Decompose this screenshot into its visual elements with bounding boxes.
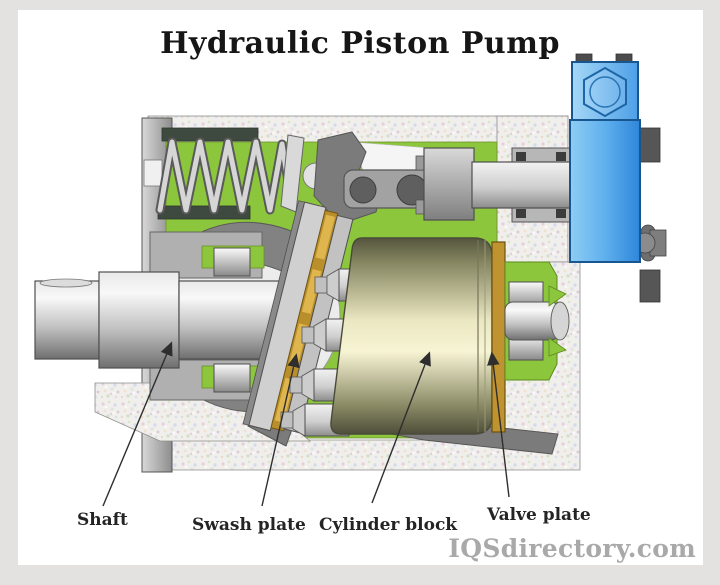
control-piston — [415, 147, 573, 223]
label-swash-plate: Swash plate — [192, 515, 306, 535]
yoke-linkage — [313, 131, 437, 225]
end-bearing — [504, 261, 570, 381]
return-spring — [143, 127, 330, 220]
watermark: IQSdirectory.com — [448, 534, 696, 563]
leader-lines — [102, 341, 510, 507]
compensator-valve-block — [569, 53, 667, 303]
shaft-bearing — [149, 231, 265, 401]
page-title: Hydraulic Piston Pump — [160, 26, 560, 61]
cylinder-block — [330, 237, 493, 435]
label-cylinder-block: Cylinder block — [319, 515, 458, 535]
label-shaft: Shaft — [77, 510, 128, 530]
label-valve-plate: Valve plate — [487, 505, 591, 525]
